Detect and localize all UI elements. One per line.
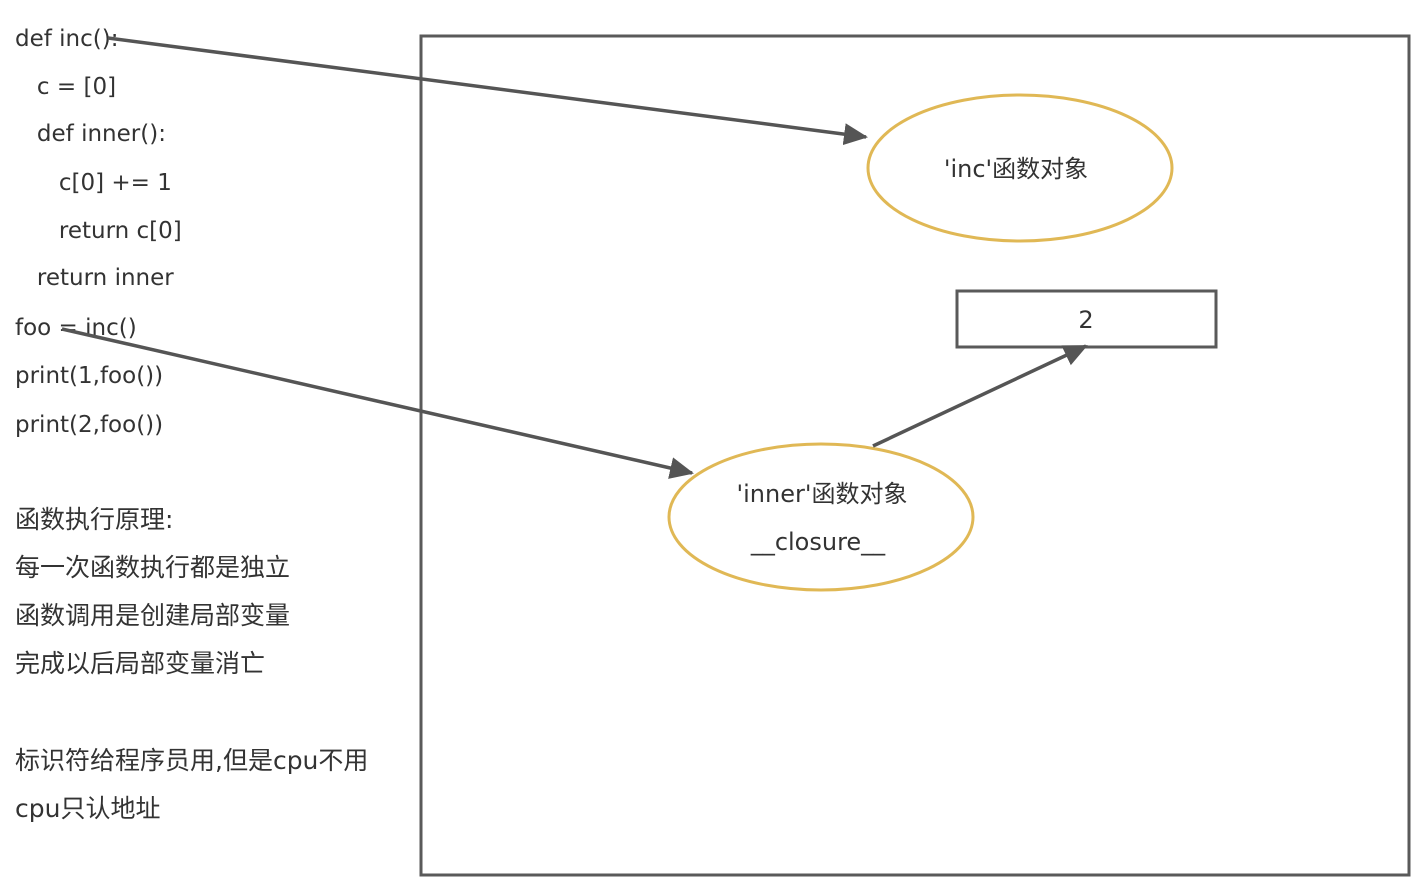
code-line-7: foo = inc() <box>15 315 137 341</box>
code-line-6: return inner <box>15 265 174 291</box>
inner-function-object-label: 'inner'函数对象 <box>737 480 908 508</box>
note-cpu-address-only: cpu只认地址 <box>15 794 161 823</box>
code-line-2: c = [0] <box>15 74 117 100</box>
code-line-9: print(2,foo()) <box>15 412 164 438</box>
cell-value: 2 <box>1078 306 1093 334</box>
memory-frame <box>419 34 1411 877</box>
note-execution-principle: 函数执行原理: <box>15 505 174 534</box>
note-identifier-for-programmer: 标识符给程序员用,但是cpu不用 <box>15 746 369 775</box>
arrow-foo-to-inner-object <box>61 327 694 479</box>
inc-function-object <box>866 93 1174 243</box>
note-local-variables-created: 函数调用是创建局部变量 <box>15 601 291 630</box>
inner-function-object <box>667 442 975 592</box>
code-line-5: return c[0] <box>15 218 182 244</box>
inner-closure-label: __closure__ <box>750 528 886 556</box>
note-independent-execution: 每一次函数执行都是独立 <box>15 553 291 582</box>
arrow-closure-to-cell <box>872 344 1088 448</box>
code-line-3: def inner(): <box>15 121 166 147</box>
code-line-4: c[0] += 1 <box>15 170 172 196</box>
arrow-inc-name-to-inc-object <box>107 36 868 146</box>
inc-function-object-label: 'inc'函数对象 <box>944 155 1088 183</box>
code-line-8: print(1,foo()) <box>15 363 164 389</box>
note-local-variables-destroyed: 完成以后局部变量消亡 <box>15 649 266 678</box>
